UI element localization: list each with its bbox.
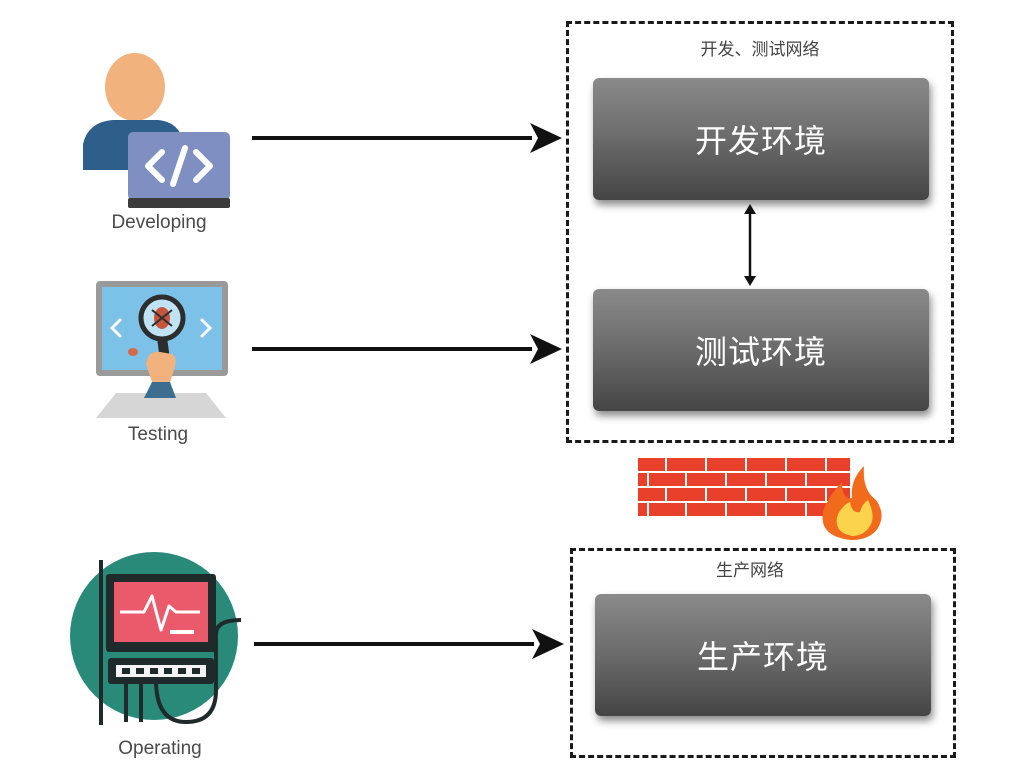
test-environment-box: 测试环境 [593, 289, 929, 411]
developer-laptop-icon [83, 53, 230, 208]
dev-test-network-zone [566, 21, 954, 443]
role-label-testing: Testing [127, 424, 189, 445]
prod-environment-box: 生产环境 [595, 594, 931, 716]
dev-test-network-label: 开发、测试网络 [700, 40, 820, 60]
arrow-operating-to-prod [254, 629, 564, 659]
arrow-testing-to-test [252, 334, 562, 364]
bug-magnifier-monitor-icon [96, 281, 228, 418]
firewall-icon [638, 458, 882, 540]
dev-environment-box: 开发环境 [593, 78, 929, 200]
role-label-operating: Operating [118, 738, 202, 759]
bidirectional-arrow-dev-test [744, 204, 756, 286]
server-monitor-icon [70, 552, 242, 725]
arrow-developing-to-dev [252, 123, 562, 153]
prod-network-zone [570, 548, 956, 758]
role-label-developing: Developing [111, 212, 207, 233]
prod-network-label: 生产网络 [716, 561, 784, 581]
